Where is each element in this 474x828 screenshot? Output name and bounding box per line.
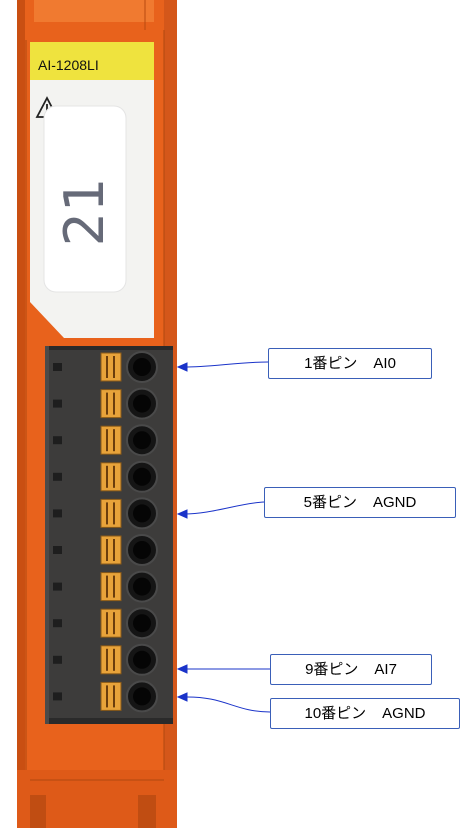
arrowhead-pin10 — [176, 692, 188, 702]
callout-signal: AI7 — [374, 661, 397, 678]
terminal-pin-5 — [53, 497, 158, 530]
terminal-pin-8 — [53, 607, 158, 640]
callout-signal: AI0 — [373, 355, 396, 372]
callout-pin-label: 10番ピン — [304, 705, 367, 722]
module-label: AI-1208LI 21 — [30, 42, 154, 338]
leader-line-pin1 — [183, 361, 269, 368]
callout-pin-label: 5番ピン — [303, 494, 357, 511]
terminal-pin-6 — [53, 534, 158, 566]
leader-lines — [176, 361, 271, 713]
leader-line-pin10 — [183, 696, 271, 713]
terminal-pin-10 — [53, 680, 158, 713]
callout-pin9: 9番ピン AI7 — [270, 654, 432, 685]
terminal-block — [45, 346, 173, 724]
callout-pin5: 5番ピン AGND — [264, 487, 456, 518]
terminal-pin-2 — [53, 387, 158, 420]
callout-pin10: 10番ピン AGND — [270, 698, 460, 729]
terminal-pin-9 — [53, 643, 158, 676]
callout-pin-label: 1番ピン — [304, 355, 358, 372]
terminal-pin-3 — [53, 424, 158, 457]
terminal-pin-1 — [53, 351, 158, 383]
arrowhead-pin5 — [176, 509, 188, 519]
callout-pin1: 1番ピン AI0 — [268, 348, 432, 379]
callout-signal: AGND — [382, 705, 426, 722]
terminal-pin-7 — [53, 570, 158, 603]
arrowhead-pin1 — [176, 362, 188, 372]
callout-signal: AGND — [373, 494, 417, 511]
slot-number-text: 21 — [53, 178, 116, 247]
callout-pin-label: 9番ピン — [305, 661, 359, 678]
model-label-text: AI-1208LI — [38, 57, 99, 73]
leader-line-pin5 — [183, 501, 265, 515]
terminal-pin-4 — [53, 460, 158, 493]
arrowhead-pin9 — [176, 664, 188, 674]
